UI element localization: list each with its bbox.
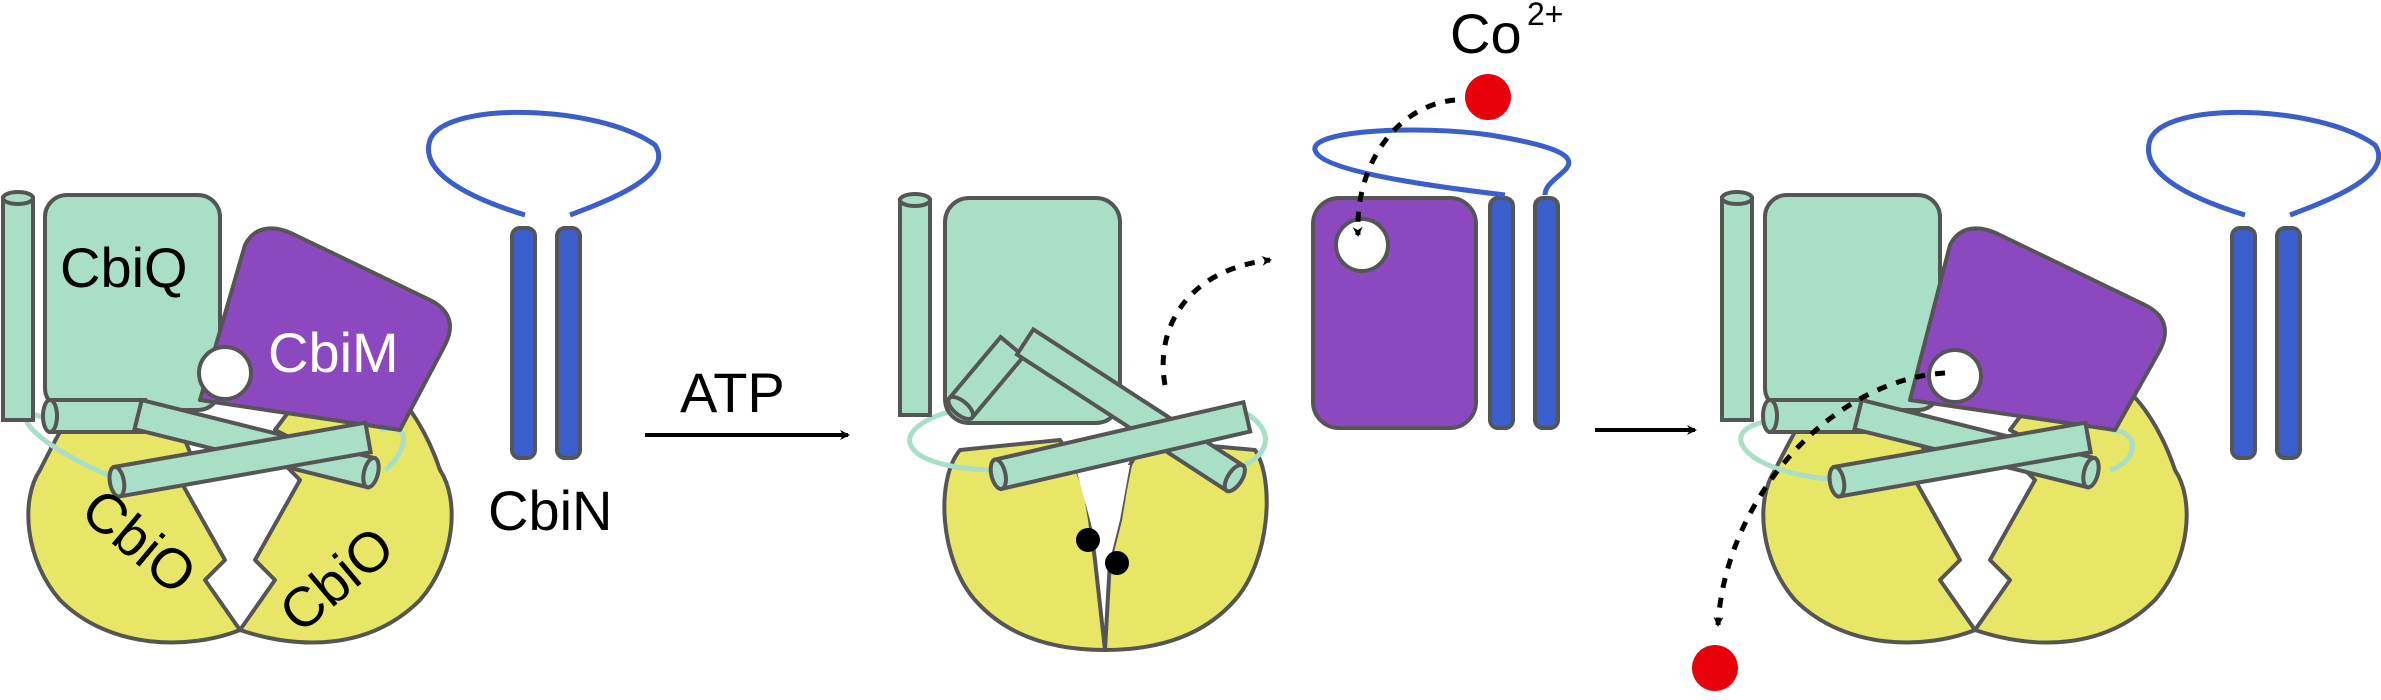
cbiq-vertical-helix-cap: [1, 190, 35, 206]
coupling-loop-left: [23, 412, 121, 483]
cbin-released-loop: [1312, 127, 1572, 198]
cbio-closed-pore: [1075, 465, 1130, 560]
cobalt-release-arrow: [1713, 370, 1946, 627]
coupling-helix-lower-cap-state-2: [988, 457, 1008, 491]
cbin-helix-1-state-4: [2230, 226, 2257, 460]
cbiq-horizontal-helix: [48, 398, 147, 434]
cbiq-body: [43, 193, 222, 412]
coupling-helix-lower-cap-state-4: [1827, 464, 1847, 499]
loop-left-state-2: [907, 407, 1001, 473]
cbiq-vertical-helix: [1, 196, 35, 422]
state-3-cbim-cbin: Co 2+: [1311, 0, 1572, 430]
cbin-helix-1: [510, 226, 537, 460]
cbiq-horizontal-helix-cap-state-4: [1761, 398, 1779, 434]
cbim-body: [198, 226, 452, 432]
coupling-helix-upper-cap-state-2: [1222, 462, 1247, 494]
cbin-released-helix-1: [1488, 196, 1515, 430]
cbiq-vertical-helix-state-4: [1720, 196, 1754, 422]
label-cobalt-charge: 2+: [1527, 0, 1563, 32]
cbin-loop-state-4: [2146, 109, 2381, 218]
state-2-atp-bound: [898, 192, 1272, 652]
coupling-helix-lower-cap: [107, 464, 127, 499]
cobalt-capture-arrow: [1352, 97, 1456, 237]
cbin-helix-2: [555, 226, 582, 460]
cbiq-vertical-helix-cap-state-2: [898, 192, 932, 208]
cbim-released-binding-site: [1334, 217, 1390, 273]
state-1-resting-complex: CbiQ CbiM CbiO CbiO: [1, 190, 454, 645]
label-cbiq: CbiQ: [60, 236, 188, 299]
cbin-released-helix-2: [1533, 196, 1560, 430]
cbin-state-4: [2146, 109, 2381, 460]
label-cbin: CbiN: [488, 479, 612, 542]
tilted-helix-cap-state-2: [946, 394, 976, 422]
label-atp: ATP: [680, 361, 785, 424]
cbin-state-1: [426, 109, 662, 460]
atp-molecule-2: [1105, 551, 1129, 575]
cbiq-horizontal-helix-cap: [41, 398, 59, 434]
cbim-binding-site: [197, 345, 253, 401]
cbin-helix-2-state-4: [2275, 226, 2302, 460]
state-4-reassembled: [1692, 190, 2189, 691]
loop-right-state-4: [2109, 427, 2135, 473]
label-cobalt: Co: [1450, 2, 1522, 65]
atp-arrow: ATP: [645, 361, 850, 440]
cbin-loop: [426, 109, 662, 218]
coupling-helix-upper-cap-state-4: [2081, 456, 2101, 490]
cobalt-ion-released: [1692, 645, 1738, 691]
release-arrow-path: [1160, 255, 1272, 386]
cbiq-vertical-helix-state-2: [898, 198, 932, 417]
cobalt-ion-incoming: [1465, 74, 1511, 120]
cbim-binding-site-state-4: [1927, 348, 1983, 404]
label-cbim: CbiM: [268, 321, 399, 384]
atp-molecule-1: [1076, 528, 1100, 552]
cbiq-vertical-helix-cap-state-4: [1720, 190, 1754, 206]
coupling-helix-upper-cap: [361, 456, 381, 490]
